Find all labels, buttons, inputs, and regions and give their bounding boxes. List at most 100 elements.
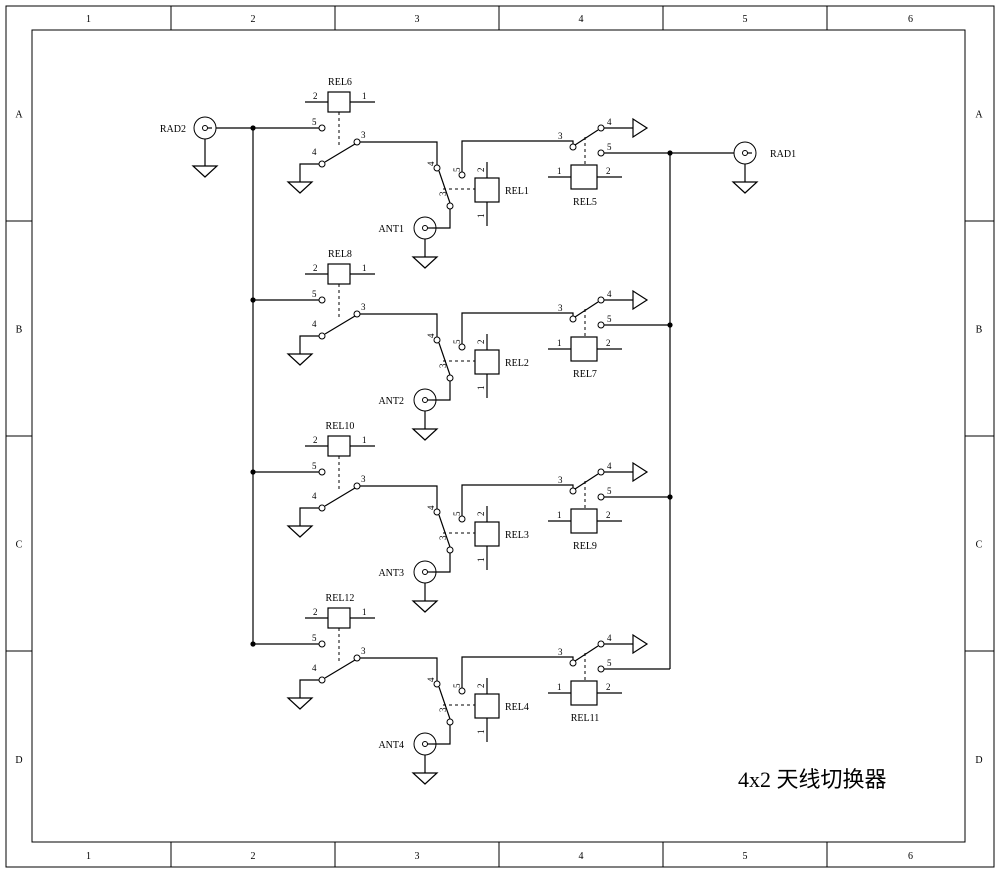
ground-triangle <box>286 697 314 710</box>
pin-number: 4 <box>312 319 317 329</box>
switch-blade <box>324 143 356 163</box>
pin-number: 5 <box>607 314 612 324</box>
switch-blade <box>438 514 451 548</box>
pin-number: 5 <box>312 633 317 643</box>
coax-center <box>742 150 748 156</box>
contact-4 <box>597 124 605 132</box>
ground-triangle <box>191 165 219 178</box>
pin-number: 4 <box>607 633 612 643</box>
zone-col-bottom: 2 <box>251 851 256 862</box>
pin-number: 2 <box>313 91 318 101</box>
pin-number: 3 <box>558 303 563 313</box>
rad2-connector <box>193 116 217 140</box>
contact-3 <box>569 143 577 151</box>
pin-number: 5 <box>452 167 462 172</box>
outer-border <box>5 5 995 868</box>
switch-blade <box>324 659 356 679</box>
common-wire <box>360 141 438 165</box>
pin-number: 1 <box>557 338 562 348</box>
switch-blade <box>324 487 356 507</box>
pin-number: 5 <box>312 117 317 127</box>
contact-3 <box>569 315 577 323</box>
pin-number: 1 <box>476 386 486 391</box>
antenna-label: ANT3 <box>378 568 404 579</box>
ground-triangle <box>286 353 314 366</box>
contact-4 <box>318 332 326 340</box>
contact-4 <box>318 504 326 512</box>
common-wire <box>360 657 438 681</box>
output-relay-label: REL9 <box>573 541 597 552</box>
ground-symbol <box>411 415 439 441</box>
pin-number: 5 <box>607 486 612 496</box>
ground-symbol <box>411 759 439 785</box>
zone-col-bottom: 1 <box>86 851 91 862</box>
contact-3 <box>569 487 577 495</box>
pin-number: 3 <box>558 475 563 485</box>
relay-coil <box>474 521 500 547</box>
zone-row-left: C <box>16 540 23 551</box>
ground-triangle <box>411 772 439 785</box>
pin-number: 4 <box>426 505 436 510</box>
pin-number: 2 <box>476 512 486 517</box>
ground-symbol <box>286 340 314 366</box>
pin-number: 4 <box>607 117 612 127</box>
zone-row-right: B <box>976 325 983 336</box>
junction-dot <box>250 641 256 647</box>
ground-symbol <box>286 684 314 710</box>
contact-4 <box>433 164 441 172</box>
selector-relay-label: REL6 <box>328 77 352 88</box>
ground-triangle <box>411 256 439 269</box>
zone-col-top: 3 <box>415 14 420 25</box>
selector-relay-label: REL12 <box>326 593 355 604</box>
relay-coil <box>327 91 351 113</box>
contact-4-lead <box>299 163 319 168</box>
switch-blade <box>574 645 599 662</box>
junction-dot <box>667 494 673 500</box>
relay-coil <box>327 607 351 629</box>
pin-number: 3 <box>361 474 366 484</box>
ground-triangle <box>286 181 314 194</box>
antenna-wire <box>432 209 451 229</box>
output-relay-label: REL11 <box>571 713 600 724</box>
zone-row-left: A <box>15 110 23 121</box>
contact-3 <box>446 546 454 554</box>
pin-number: 2 <box>606 338 611 348</box>
pin-number: 3 <box>438 707 448 712</box>
zone-col-bottom: 5 <box>743 851 748 862</box>
switch-blade <box>438 342 451 376</box>
contact-5 <box>318 124 326 132</box>
relay-coil <box>327 435 351 457</box>
contact-5 <box>318 468 326 476</box>
switch-blade <box>574 129 599 146</box>
rad1-label: RAD1 <box>770 149 796 160</box>
antenna-connector <box>413 732 437 756</box>
pin-number: 4 <box>426 333 436 338</box>
port-flag <box>632 289 649 311</box>
zone-row-right: A <box>975 110 983 121</box>
antenna-connector <box>413 216 437 240</box>
coax-center <box>202 125 208 131</box>
relay-coil <box>570 164 598 190</box>
relay-coil <box>474 349 500 375</box>
common-wire <box>461 484 574 516</box>
relay-coil <box>474 693 500 719</box>
contact-5 <box>318 296 326 304</box>
zone-col-bottom: 4 <box>579 851 584 862</box>
ground-triangle <box>411 600 439 613</box>
antenna-relay-label: REL2 <box>505 358 529 369</box>
port-flag <box>632 633 649 655</box>
shared-bus-wires <box>216 125 734 669</box>
pin-number: 1 <box>362 263 367 273</box>
pin-number: 1 <box>476 558 486 563</box>
relay-coil <box>570 508 598 534</box>
